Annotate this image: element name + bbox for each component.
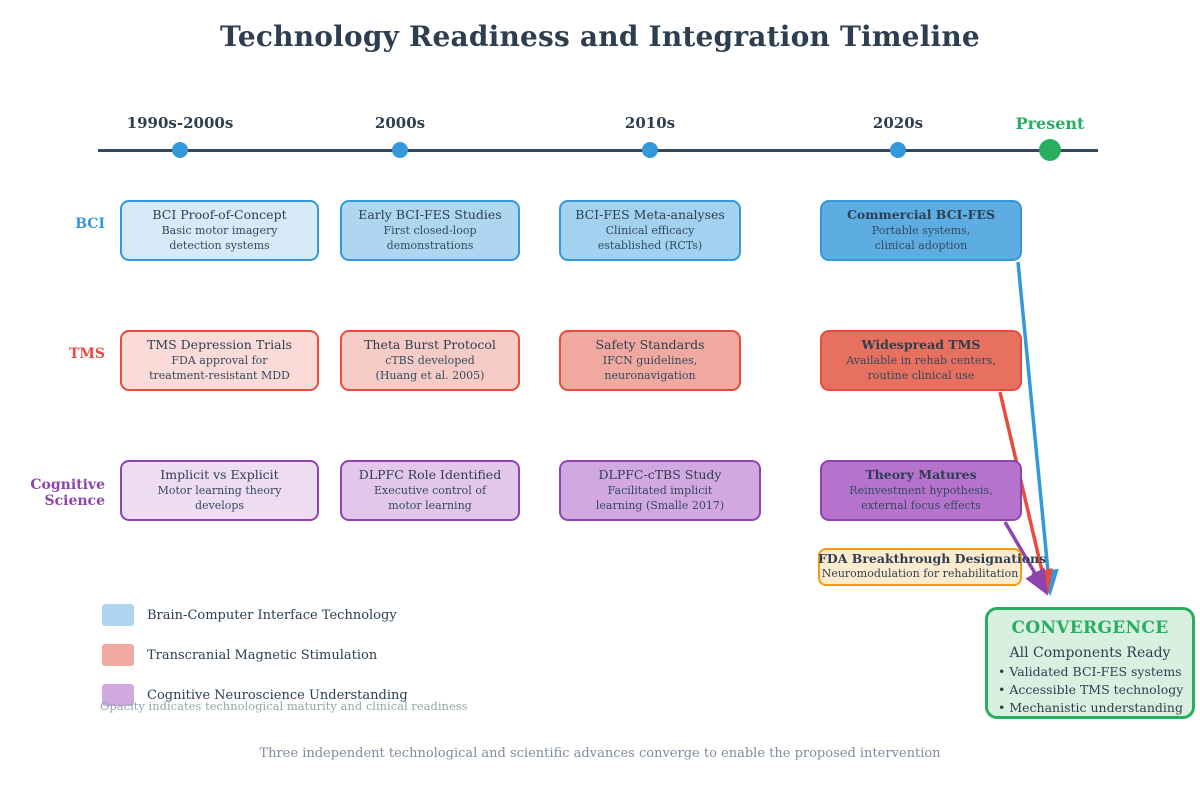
era-dot-4[interactable] — [1039, 139, 1061, 161]
row-label-bci: BCI — [75, 216, 105, 232]
footer-note: Three independent technological and scie… — [259, 746, 941, 761]
milestone-title: Implicit vs Explicit — [160, 466, 279, 482]
legend-item-2: Cognitive Neuroscience Understanding — [102, 680, 408, 710]
era-label-1: 2000s — [374, 114, 426, 132]
milestone-desc: Motor learning theory develops — [157, 484, 282, 513]
milestone-desc: Clinical efficacy established (RCTs) — [597, 224, 703, 253]
milestone-title: Commercial BCI-FES — [846, 206, 996, 222]
milestone-desc: Basic motor imagery detection systems — [161, 224, 278, 253]
regulatory-text: FDA Breakthrough Designations Neuromodul… — [818, 551, 1047, 580]
era-dot-2[interactable] — [642, 142, 658, 158]
legend-swatch-0 — [102, 604, 134, 626]
milestone-tms-1[interactable]: Theta Burst Protocol cTBS developed (Huan… — [340, 330, 520, 391]
era-dot-3[interactable] — [890, 142, 906, 158]
arrowhead-bci-to-convergence — [1036, 569, 1059, 596]
legend-label-1: Transcranial Magnetic Stimulation — [147, 647, 378, 663]
convergence-title: CONVERGENCE — [1011, 618, 1169, 638]
era-label-4: Present — [1015, 114, 1085, 133]
legend-item-0: Brain-Computer Interface Technology — [102, 600, 408, 630]
convergence-subtitle: All Components Ready — [1009, 645, 1171, 661]
milestone-title: Theory Matures — [865, 466, 977, 482]
row-label-tms: TMS — [68, 346, 105, 362]
arrowhead-tms-to-convergence — [1031, 568, 1053, 596]
milestone-title: DLPFC-cTBS Study — [598, 466, 722, 482]
milestone-desc: FDA approval for treatment-resistant MDD — [149, 354, 290, 383]
milestone-desc: IFCN guidelines, neuronavigation — [602, 354, 698, 383]
milestone-desc: Reinvestment hypothesis, external focus … — [849, 484, 993, 513]
page-title: Technology Readiness and Integration Tim… — [220, 20, 980, 53]
legend-label-2: Cognitive Neuroscience Understanding — [147, 687, 408, 703]
convergence-item-1: • Accessible TMS technology — [998, 682, 1184, 697]
milestone-title: TMS Depression Trials — [146, 336, 293, 352]
era-dot-1[interactable] — [392, 142, 408, 158]
milestone-desc: Facilitated implicit learning (Smalle 20… — [595, 484, 725, 513]
milestone-title: BCI-FES Meta-analyses — [575, 206, 725, 222]
milestone-desc: Executive control of motor learning — [373, 484, 487, 513]
convergence-item-2: • Mechanistic understanding — [998, 700, 1183, 715]
legend-swatch-1 — [102, 644, 134, 666]
milestone-bci-3[interactable]: Commercial BCI-FES Portable systems, clin… — [820, 200, 1022, 261]
legend-item-1: Transcranial Magnetic Stimulation — [102, 640, 408, 670]
regulatory-title: FDA Breakthrough Designations — [818, 551, 1047, 566]
convergence-box[interactable]: CONVERGENCE All Components Ready • Valid… — [985, 607, 1195, 719]
regulatory-desc: Neuromodulation for rehabilitation — [821, 567, 1019, 580]
era-label-0: 1990s-2000s — [126, 114, 234, 132]
milestone-title: Early BCI-FES Studies — [358, 206, 502, 222]
regulatory-box[interactable] — [818, 548, 1022, 586]
milestone-desc: Portable systems, clinical adoption — [871, 224, 971, 253]
milestone-title: DLPFC Role Identified — [358, 466, 502, 482]
milestone-desc: First closed-loop demonstrations — [383, 224, 477, 253]
arrow-bci-to-convergence — [1016, 261, 1059, 596]
arrowhead-cognitive-to-convergence — [1025, 567, 1049, 596]
timeline-axis — [98, 149, 1098, 152]
era-label-2: 2010s — [624, 114, 676, 132]
milestone-title: Widespread TMS — [861, 336, 981, 352]
milestone-desc: Available in rehab centers, routine clin… — [846, 354, 996, 383]
milestone-title: BCI Proof-of-Concept — [152, 206, 287, 222]
era-dot-0[interactable] — [172, 142, 188, 158]
legend-note: Opacity indicates technological maturity… — [100, 699, 468, 713]
milestone-title: Theta Burst Protocol — [364, 336, 496, 352]
milestone-desc: cTBS developed (Huang et al. 2005) — [375, 354, 485, 383]
era-label-3: 2020s — [872, 114, 924, 132]
milestone-tms-3[interactable]: Widespread TMS Available in rehab centers… — [820, 330, 1022, 391]
convergence-item-list: • Validated BCI-FES systems • Accessible … — [988, 664, 1192, 715]
milestone-title: Safety Standards — [595, 336, 705, 352]
legend-swatch-2 — [102, 684, 134, 706]
row-label-cognitive-science: Cognitive Science — [30, 477, 105, 510]
legend-label-0: Brain-Computer Interface Technology — [147, 607, 397, 623]
convergence-item-0: • Validated BCI-FES systems — [998, 664, 1182, 679]
